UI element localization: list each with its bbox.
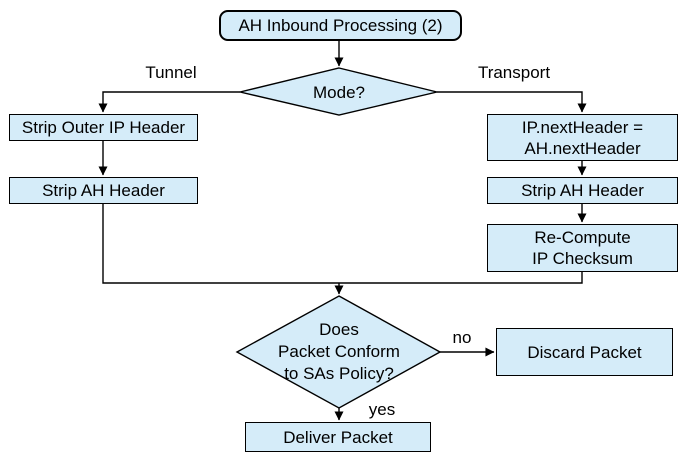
node-mode-decision-label: Mode?: [313, 83, 365, 102]
node-ip-next-header-line1: IP.nextHeader =: [521, 117, 644, 137]
edge-label-tunnel: Tunnel: [145, 63, 197, 82]
policy-decision-shape: [235, 295, 442, 409]
edge-label-transport: Transport: [477, 63, 551, 82]
node-discard-packet: Discard Packet: [496, 328, 673, 376]
node-strip-outer-ip-header: Strip Outer IP Header: [9, 114, 198, 141]
node-strip-ah-left-label: Strip AH Header: [42, 181, 165, 200]
edge-label-no: no: [452, 328, 472, 347]
node-strip-ah-right-label: Strip AH Header: [521, 181, 644, 200]
node-start-label: AH Inbound Processing (2): [238, 16, 443, 35]
node-policy-line3: to SAs Policy?: [284, 364, 394, 383]
node-strip-ah-header-right: Strip AH Header: [487, 177, 678, 204]
node-strip-ah-header-left: Strip AH Header: [9, 177, 198, 204]
mode-decision-shape: [239, 67, 438, 116]
connector-merge-line: [102, 204, 583, 284]
node-ip-next-header-line2: AH.nextHeader: [524, 138, 641, 158]
edge-label-yes: yes: [368, 400, 396, 419]
node-recompute-line2: IP Checksum: [532, 249, 633, 268]
node-ip-next-header: IP.nextHeader = AH.nextHeader: [487, 114, 678, 161]
node-start: AH Inbound Processing (2): [219, 10, 462, 41]
connector-mode-to-strip-outer-ip: [98, 91, 240, 113]
node-discard-label: Discard Packet: [527, 342, 642, 362]
node-policy-decision-label: Does Packet Conform to SAs Policy?: [254, 319, 424, 385]
node-deliver-label: Deliver Packet: [283, 427, 393, 447]
node-strip-outer-ip-label: Strip Outer IP Header: [21, 118, 186, 137]
node-recompute-line1: Re-Compute: [534, 228, 631, 247]
node-deliver-packet: Deliver Packet: [245, 422, 431, 452]
node-policy-line1: Does: [319, 320, 359, 339]
node-recompute-ip-checksum: Re-Compute IP Checksum: [487, 224, 678, 272]
connector-mode-to-ip-next-header: [437, 91, 587, 113]
node-policy-line2: Packet Conform: [278, 342, 400, 361]
